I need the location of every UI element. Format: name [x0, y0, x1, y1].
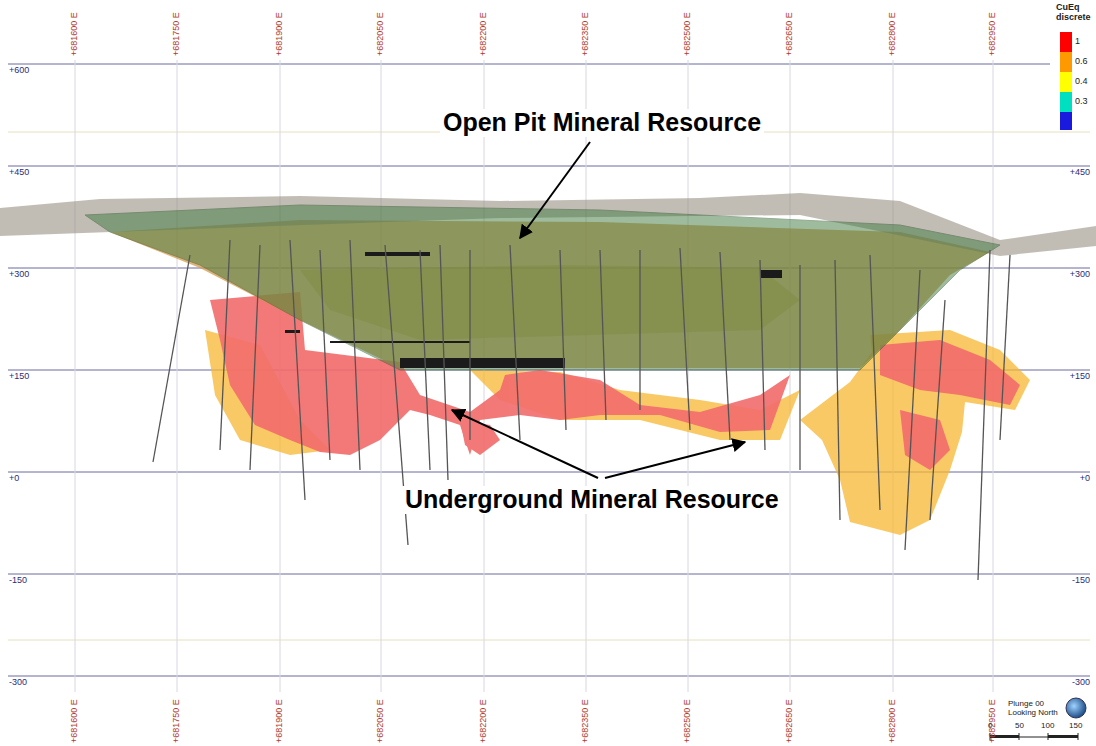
- legend-swatch: [1060, 72, 1072, 92]
- elevation-label: +450: [9, 168, 29, 178]
- easting-label: +682350 E: [581, 699, 591, 743]
- easting-label: +682500 E: [683, 699, 693, 743]
- elevation-label: +300: [9, 270, 29, 280]
- legend-label: 1: [1075, 37, 1080, 47]
- view-note: Plunge 00: [1008, 700, 1044, 709]
- elevation-label: -300: [1072, 678, 1090, 688]
- elevation-label: +450: [1070, 168, 1090, 178]
- easting-label: +681750 E: [172, 12, 182, 56]
- easting-label: +682650 E: [785, 699, 795, 743]
- easting-label: +682800 E: [888, 12, 898, 56]
- legend-title: CuEq discrete: [1056, 3, 1094, 23]
- legend-swatch: [1060, 92, 1072, 112]
- elevation-label: +600: [9, 66, 29, 76]
- legend-label: 0.3: [1075, 97, 1088, 107]
- view-note: Looking North: [1008, 709, 1058, 718]
- elevation-label: -150: [1072, 576, 1090, 586]
- legend-label: 0.6: [1075, 57, 1088, 67]
- easting-label: +682200 E: [479, 12, 489, 56]
- scale-number: 150: [1069, 722, 1082, 731]
- elevation-label: +150: [9, 372, 29, 382]
- easting-label: +682200 E: [479, 699, 489, 743]
- easting-label: +682500 E: [683, 12, 693, 56]
- scale-number: 50: [1015, 722, 1024, 731]
- easting-label: +681900 E: [275, 699, 285, 743]
- callout-label: Open Pit Mineral Resource: [440, 109, 764, 137]
- easting-label: +682950 E: [988, 12, 998, 56]
- callout-label: Underground Mineral Resource: [402, 486, 782, 514]
- easting-label: +682350 E: [581, 12, 591, 56]
- easting-label: +681750 E: [172, 699, 182, 743]
- easting-label: +682650 E: [785, 12, 795, 56]
- elevation-label: -300: [9, 678, 27, 688]
- elevation-label: +300: [1070, 270, 1090, 280]
- elevation-label: +150: [1070, 372, 1090, 382]
- easting-label: +681600 E: [70, 699, 80, 743]
- easting-label: +681900 E: [275, 12, 285, 56]
- scale-number: 100: [1041, 722, 1054, 731]
- legend-swatch: [1060, 32, 1072, 52]
- easting-label: +682050 E: [376, 12, 386, 56]
- legend-swatch: [1060, 52, 1072, 72]
- elevation-label: +0: [1080, 474, 1090, 484]
- easting-label: +682050 E: [376, 699, 386, 743]
- elevation-label: +0: [9, 474, 19, 484]
- scale-number: 0: [988, 722, 992, 731]
- elevation-label: -150: [9, 576, 27, 586]
- easting-label: +682800 E: [888, 699, 898, 743]
- legend-label: 0.4: [1075, 77, 1088, 87]
- easting-label: +681600 E: [70, 12, 80, 56]
